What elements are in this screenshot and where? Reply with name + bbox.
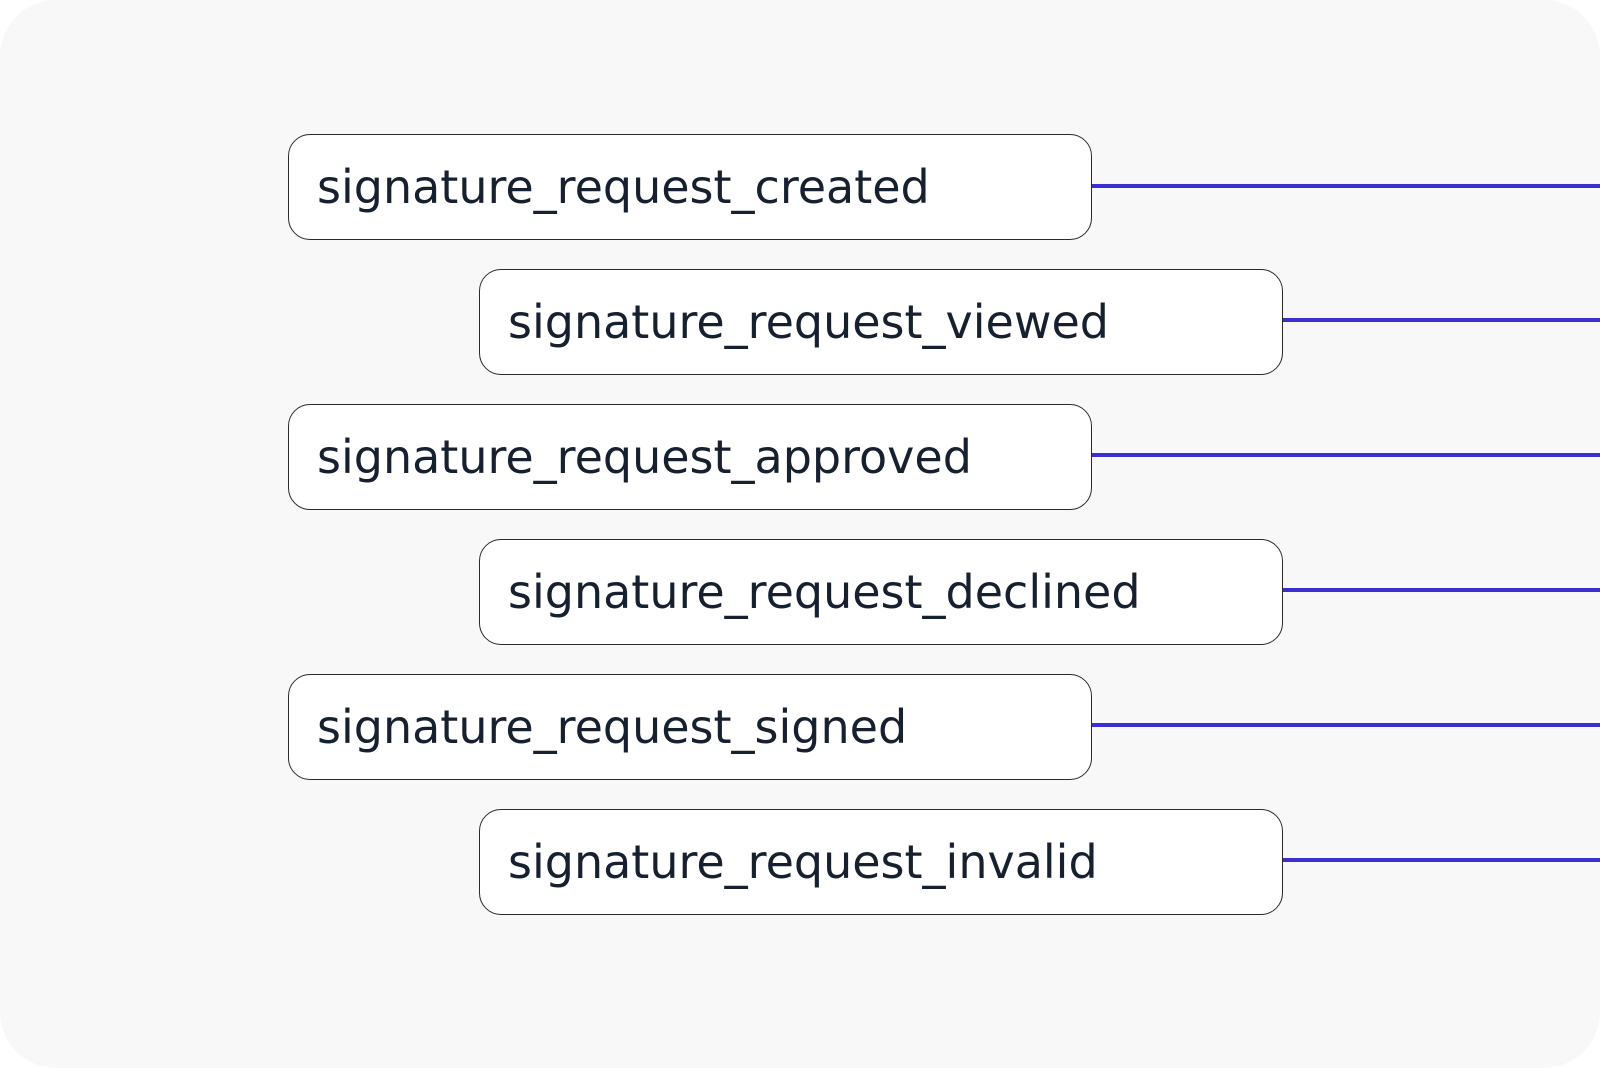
event-label: signature_request_approved	[317, 430, 972, 484]
event-connector-line	[1091, 453, 1600, 457]
event-label: signature_request_declined	[508, 565, 1141, 619]
event-node-approved: signature_request_approved	[288, 404, 1092, 510]
event-connector-line	[1282, 858, 1600, 862]
event-node-viewed: signature_request_viewed	[479, 269, 1283, 375]
event-node-declined: signature_request_declined	[479, 539, 1283, 645]
event-node-signed: signature_request_signed	[288, 674, 1092, 780]
event-connector-line	[1282, 588, 1600, 592]
event-connector-line	[1091, 184, 1600, 188]
event-label: signature_request_invalid	[508, 835, 1098, 889]
event-connector-line	[1091, 723, 1600, 727]
event-node-invalid: signature_request_invalid	[479, 809, 1283, 915]
event-label: signature_request_created	[317, 160, 930, 214]
event-connector-line	[1282, 318, 1600, 322]
event-label: signature_request_viewed	[508, 295, 1109, 349]
event-label: signature_request_signed	[317, 700, 908, 754]
event-node-created: signature_request_created	[288, 134, 1092, 240]
